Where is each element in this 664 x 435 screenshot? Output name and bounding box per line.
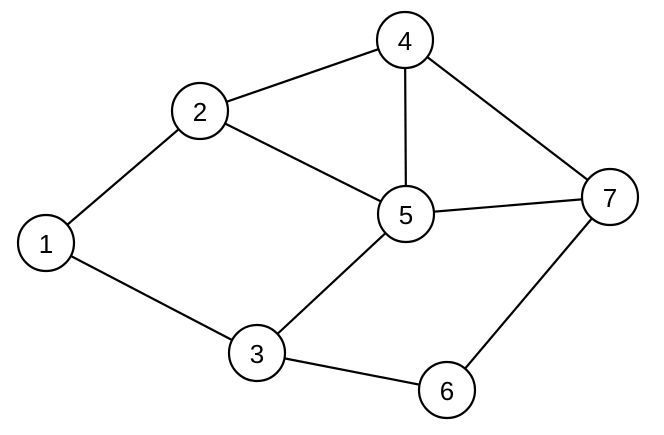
- edge-1-3: [45, 242, 258, 354]
- edge-5-7: [405, 195, 611, 216]
- node-circle: [376, 184, 436, 244]
- node-2: 2: [170, 81, 230, 141]
- node-label: 7: [603, 183, 617, 213]
- edge-1-2: [45, 110, 201, 244]
- edge-2-4: [199, 38, 406, 113]
- edge-4-7: [404, 39, 611, 198]
- node-label: 1: [39, 229, 53, 259]
- node-label: 4: [398, 26, 412, 56]
- nodes-layer: 1 2 3 4 5 6 7: [16, 10, 640, 420]
- node-7: 7: [580, 167, 640, 227]
- node-label: 3: [250, 339, 264, 369]
- node-circle: [227, 323, 287, 383]
- node-4: 4: [375, 10, 435, 70]
- node-6: 6: [417, 360, 477, 420]
- node-circle: [170, 81, 230, 141]
- node-label: 2: [193, 97, 207, 127]
- edge-3-5: [256, 213, 407, 354]
- node-circle: [417, 360, 477, 420]
- node-5: 5: [376, 184, 436, 244]
- edge-2-5: [199, 110, 407, 215]
- node-1: 1: [16, 213, 76, 273]
- node-circle: [375, 10, 435, 70]
- edge-6-7: [446, 196, 611, 391]
- edge-3-6: [256, 351, 448, 392]
- edges-layer: [45, 38, 611, 392]
- node-label: 5: [399, 200, 413, 230]
- node-circle: [580, 167, 640, 227]
- node-3: 3: [227, 323, 287, 383]
- node-circle: [16, 213, 76, 273]
- node-label: 6: [440, 376, 454, 406]
